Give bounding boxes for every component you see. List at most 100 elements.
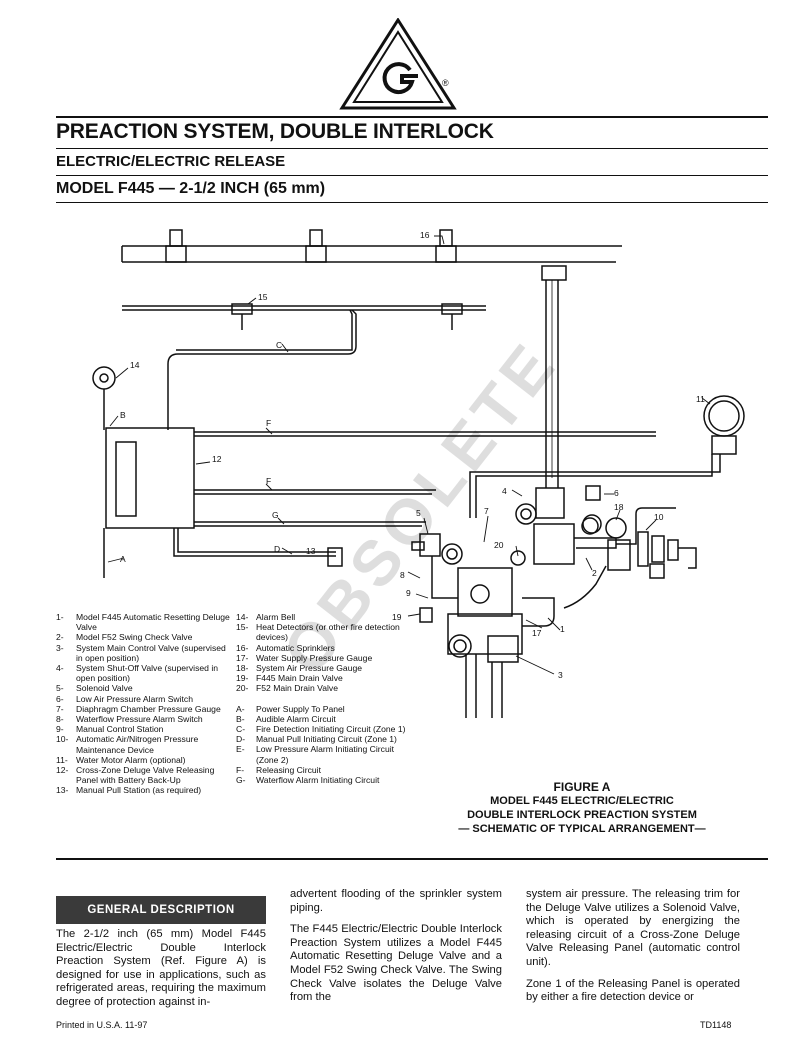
legend-left: 1-Model F445 Automatic Resetting Deluge … [56, 612, 230, 796]
legend-item: 7- Diaphragm Chamber Pressure Gauge [56, 704, 230, 714]
legend-item: 4-System Shut-Off Valve (supervised in o… [56, 663, 230, 683]
diagram-label-3: 3 [558, 670, 563, 680]
legend-item-number: 14- [236, 612, 249, 622]
legend-item-text: Automatic Sprinklers [256, 642, 335, 653]
legend-item-number: 19- [236, 673, 249, 684]
title-rule-1 [56, 148, 768, 149]
legend-item-number: 2- [56, 632, 64, 643]
legend-item-number: 18- [236, 663, 249, 674]
valve-assembly [411, 487, 676, 718]
legend-item-number: 12- [56, 765, 69, 776]
legend-item-text: Manual Pull Initiating Circuit (Zone 1) [256, 734, 397, 745]
legend-item: 19- F445 Main Drain Valve [236, 673, 406, 683]
legend-item-number [236, 694, 256, 704]
legend-item-text: Automatic Air/Nitrogen Pressure Maintena… [76, 734, 199, 755]
legend-item-text: F52 Main Drain Valve [256, 683, 338, 694]
legend-item: A- Power Supply To Panel [236, 704, 406, 714]
legend-item: 6- Low Air Pressure Alarm Switch [56, 694, 230, 704]
legend-item-text: Model F445 Automatic Resetting Deluge Va… [76, 612, 230, 633]
diagram-label-18: 18 [614, 502, 624, 512]
legend-item-number: 13- [56, 785, 69, 796]
legend-item-number: A- [236, 703, 245, 714]
legend-item-number: D- [236, 734, 246, 745]
legend-item-number: 4- [56, 663, 64, 674]
body-paragraph: The F445 Electric/Electric Double Interl… [290, 923, 502, 1004]
diagram-label-1: 1 [560, 624, 565, 634]
diagram-label-17: 17 [532, 628, 542, 638]
legend-item-text: F445 Main Drain Valve [256, 673, 343, 684]
legend-item: D- Manual Pull Initiating Circuit (Zone 1… [236, 734, 406, 744]
title-rule-3 [56, 202, 768, 203]
legend-item-text: Alarm Bell [256, 612, 296, 622]
legend-item-number: E- [236, 744, 245, 755]
legend-item-number: 8- [56, 714, 64, 725]
legend-item-text: Diaphragm Chamber Pressure Gauge [76, 703, 221, 714]
legend-item: G-Waterflow Alarm Initiating Circuit [236, 775, 406, 785]
legend-item-text: Cross-Zone Deluge Valve Releasing Panel … [76, 765, 215, 786]
legend-item: C-Fire Detection Initiating Circuit (Zon… [236, 724, 406, 734]
legend-item-text: Solenoid Valve [76, 683, 133, 694]
legend-item-text: Fire Detection Initiating Circuit (Zone … [256, 724, 406, 735]
legend-item-text: Waterflow Pressure Alarm Switch [76, 714, 203, 725]
legend-item: E- Low Pressure Alarm Initiating Circuit … [236, 744, 406, 764]
legend-item-number: 20- [236, 683, 249, 694]
riser-pipe [541, 265, 567, 488]
body-paragraph: system air pressure. The releasing trim … [526, 888, 740, 968]
leader-lines [107, 235, 711, 675]
legend-item-text: Power Supply To Panel [256, 703, 345, 714]
diagram-label-10: 10 [654, 512, 664, 522]
diagram-label-14: 14 [130, 360, 140, 370]
diagram-label-13: 13 [306, 546, 316, 556]
legend-item-number: 7- [56, 703, 64, 714]
legend-item: 17-Water Supply Pressure Gauge [236, 653, 406, 663]
legend-item-text: Audible Alarm Circuit [256, 713, 336, 724]
footer-code: TD1148 [700, 1020, 732, 1030]
registered-mark: ® [442, 78, 449, 88]
legend-item-number: 3- [56, 642, 64, 653]
diagram-label-9: 9 [406, 588, 411, 598]
legend-item-text: Low Pressure Alarm Initiating Circuit (Z… [256, 744, 395, 765]
body-paragraph: advertent flooding of the sprinkler syst… [290, 888, 502, 914]
section-rule [56, 858, 768, 860]
legend-item-text: System Main Control Valve (supervised in… [76, 642, 226, 663]
legend-item-text: Low Air Pressure Alarm Switch [76, 693, 194, 704]
legend-item: 2-Model F52 Swing Check Valve [56, 632, 230, 642]
water-motor-alarm-icon [469, 395, 745, 518]
sprinkler-pipe [121, 229, 622, 263]
legend-item [236, 694, 406, 704]
legend-item: 11-Water Motor Alarm (optional) [56, 755, 230, 765]
figure-caption: FIGURE A MODEL F445 ELECTRIC/ELECTRIC DO… [432, 780, 732, 836]
legend-item-text: Releasing Circuit [256, 764, 321, 775]
legend-item: 10-Automatic Air/Nitrogen Pressure Maint… [56, 734, 230, 754]
diagram-label-11: 11 [696, 394, 705, 404]
legend-item-number: F- [236, 764, 245, 775]
legend-item-text: System Air Pressure Gauge [256, 663, 363, 674]
air-maintenance-device [581, 485, 697, 579]
model-title: MODEL F445 — 2-1/2 INCH (65 mm) [56, 180, 326, 197]
legend-item-number: B- [236, 713, 245, 724]
legend-item-number: 16- [236, 642, 249, 653]
figure-caption-line4: — SCHEMATIC OF TYPICAL ARRANGEMENT— [458, 823, 706, 835]
legend-item-number: 6- [56, 693, 64, 704]
figure-caption-line3: DOUBLE INTERLOCK PREACTION SYSTEM [467, 809, 697, 821]
diagram-label-F1: F [266, 418, 271, 428]
legend-item: 1-Model F445 Automatic Resetting Deluge … [56, 612, 230, 632]
section-heading: GENERAL DESCRIPTION [56, 896, 266, 924]
legend-item: 9- Manual Control Station [56, 724, 230, 734]
diagram-label-15: 15 [258, 292, 268, 302]
page-subtitle: ELECTRIC/ELECTRIC RELEASE [56, 153, 286, 170]
page-title: PREACTION SYSTEM, DOUBLE INTERLOCK [56, 120, 494, 143]
legend-item-text: Waterflow Alarm Initiating Circuit [256, 775, 380, 786]
legend-item-text: Manual Control Station [76, 724, 164, 735]
legend-item: 15-Heat Detectors (or other fire detecti… [236, 622, 406, 642]
legend-item: 3- System Main Control Valve (supervised … [56, 643, 230, 663]
diagram-label-F2: F [266, 476, 271, 486]
legend-item-number: 9- [56, 724, 64, 735]
figure-caption-line2: MODEL F445 ELECTRIC/ELECTRIC [490, 795, 674, 807]
releasing-panel [103, 427, 195, 578]
body-column-2: advertent flooding of the sprinkler syst… [290, 888, 502, 1013]
figure-caption-label: FIGURE A [553, 780, 611, 794]
body-paragraph: The 2-1/2 inch (65 mm) Model F445 Electr… [56, 928, 266, 1008]
legend-item: 8- Waterflow Pressure Alarm Switch [56, 714, 230, 724]
